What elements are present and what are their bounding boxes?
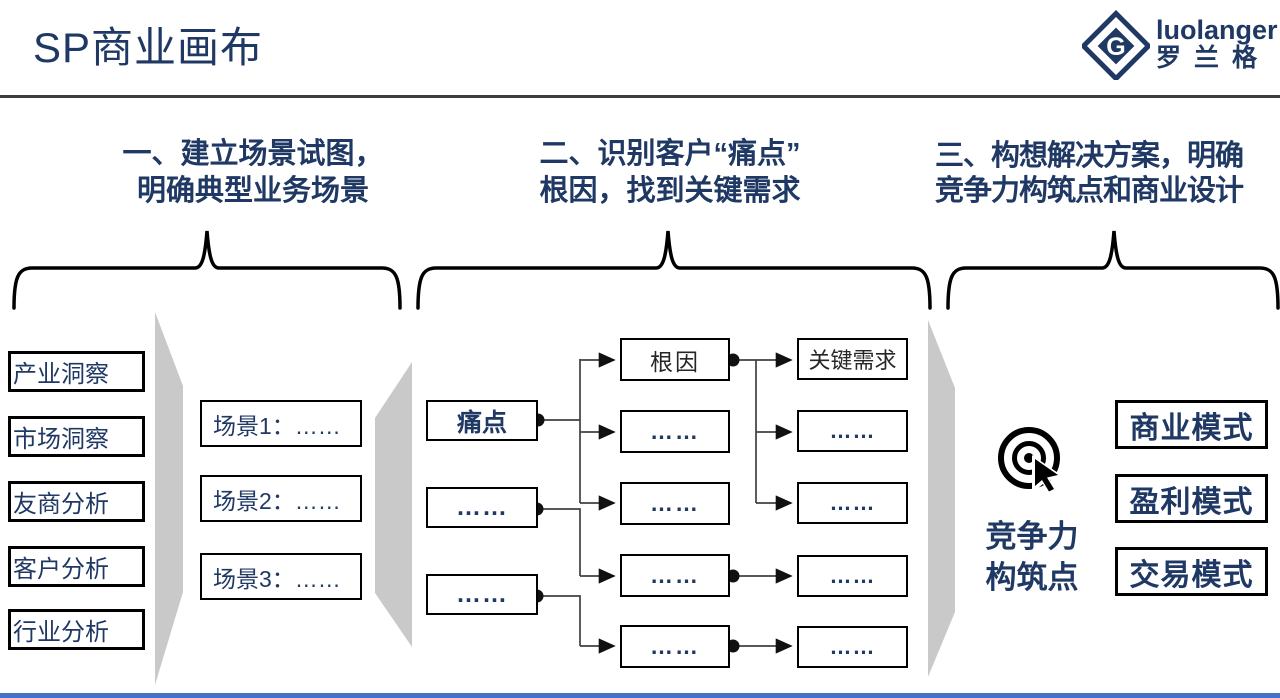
pain-point-ellipsis-box: …… — [426, 487, 538, 528]
brand-logo: G luolanger 罗兰格 — [1082, 10, 1278, 80]
root-cause-ellipsis-box: …… — [620, 554, 730, 597]
ellipsis-label: …… — [829, 634, 876, 659]
root-cause-ellipsis-box: …… — [620, 625, 730, 668]
divider-blade-2 — [375, 362, 412, 647]
analysis-label: 友商分析 — [13, 491, 109, 518]
key-need-ellipsis-box: …… — [797, 555, 908, 597]
ellipsis-label: …… — [650, 418, 700, 444]
scenario-label: 场景3：…… — [213, 565, 341, 592]
bottom-accent-bar — [0, 693, 1280, 698]
page-title: SP商业画布 — [33, 24, 264, 71]
scenario-label: 场景1：…… — [213, 412, 341, 439]
logo-brand-name: luolanger — [1156, 15, 1278, 45]
key-need-label: 关键需求 — [808, 348, 897, 373]
logo-brand-name-cn: 罗兰格 — [1156, 44, 1271, 72]
ellipsis-label: …… — [650, 562, 700, 588]
pain-point-ellipsis-box: …… — [426, 574, 538, 615]
step3-line2: 竞争力构筑点和商业设计 — [934, 175, 1244, 207]
ellipsis-label: …… — [829, 490, 876, 515]
competitiveness-line1: 竞争力 — [985, 519, 1079, 554]
scenario-label: 场景2：…… — [213, 487, 341, 514]
key-need-ellipsis-box: …… — [797, 482, 908, 524]
divider-blade-3 — [928, 320, 955, 677]
ellipsis-label: …… — [829, 563, 876, 588]
brace-step2 — [416, 230, 932, 310]
ellipsis-label: …… — [829, 418, 876, 443]
analysis-box-competitor-analysis: 友商分析 — [8, 481, 145, 522]
pain-point-label: 痛点 — [456, 408, 507, 437]
analysis-label: 行业分析 — [13, 619, 109, 646]
transaction-model-box: 交易模式 — [1115, 547, 1268, 596]
ellipsis-label: …… — [456, 580, 508, 608]
key-need-box: 关键需求 — [797, 338, 908, 380]
scenario-box-2: 场景2：…… — [200, 475, 362, 522]
step3-header: 三、构想解决方案，明确 竞争力构筑点和商业设计 — [896, 139, 1280, 209]
pain-point-box: 痛点 — [426, 400, 538, 441]
analysis-label: 客户分析 — [13, 556, 109, 583]
model-label: 盈利模式 — [1129, 485, 1254, 519]
root-cause-ellipsis-box: …… — [620, 410, 730, 453]
key-need-ellipsis-box: …… — [797, 626, 908, 668]
step2-line2: 根因，找到关键需求 — [539, 175, 801, 207]
step1-header: 一、建立场景试图， 明确典型业务场景 — [88, 136, 418, 210]
divider-blade-1 — [155, 312, 183, 685]
analysis-label: 产业洞察 — [13, 361, 109, 388]
business-model-box: 商业模式 — [1115, 400, 1268, 449]
step3-line1: 三、构想解决方案，明确 — [934, 140, 1244, 172]
brace-step3 — [946, 230, 1280, 310]
model-label: 交易模式 — [1129, 558, 1254, 592]
diamond-logo-icon: G — [1082, 10, 1150, 80]
target-cursor-icon — [998, 427, 1064, 498]
step1-line1: 一、建立场景试图， — [122, 138, 384, 170]
scenario-box-1: 场景1：…… — [200, 400, 362, 447]
root-cause-ellipsis-box: …… — [620, 482, 730, 525]
analysis-box-industry-insight: 产业洞察 — [8, 351, 145, 392]
root-cause-label: 根因 — [650, 348, 700, 375]
scenario-box-3: 场景3：…… — [200, 553, 362, 600]
analysis-box-market-insight: 市场洞察 — [8, 416, 145, 457]
logo-text: luolanger 罗兰格 — [1156, 17, 1278, 73]
competitiveness-label: 竞争力 构筑点 — [968, 516, 1096, 598]
svg-text:G: G — [1106, 33, 1125, 61]
model-label: 商业模式 — [1129, 411, 1254, 445]
root-cause-box: 根因 — [620, 338, 730, 381]
competitiveness-line2: 构筑点 — [985, 560, 1079, 595]
ellipsis-label: …… — [456, 493, 508, 521]
step1-line2: 明确典型业务场景 — [136, 175, 369, 207]
analysis-box-customer-analysis: 客户分析 — [8, 546, 145, 587]
ellipsis-label: …… — [650, 633, 700, 659]
step2-line1: 二、识别客户“痛点” — [539, 138, 801, 170]
profit-model-box: 盈利模式 — [1115, 474, 1268, 523]
ellipsis-label: …… — [650, 490, 700, 516]
analysis-label: 市场洞察 — [13, 426, 109, 453]
analysis-box-sector-analysis: 行业分析 — [8, 609, 145, 650]
key-need-ellipsis-box: …… — [797, 410, 908, 452]
step2-header: 二、识别客户“痛点” 根因，找到关键需求 — [490, 136, 850, 210]
brace-step1 — [12, 230, 402, 310]
title-divider — [0, 95, 1280, 98]
